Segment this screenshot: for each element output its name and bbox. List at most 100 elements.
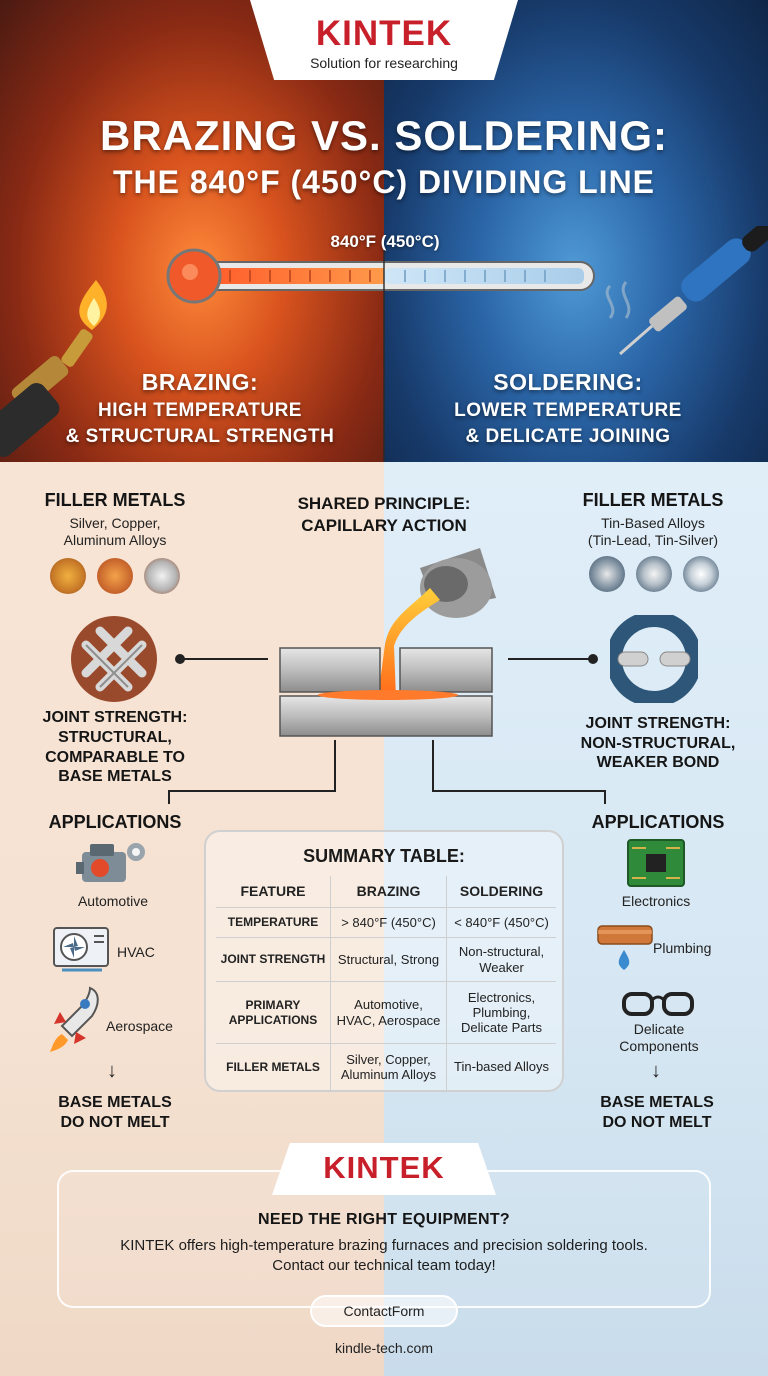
connector-line xyxy=(334,740,336,790)
table-header-row: FEATURE BRAZING SOLDERING xyxy=(216,876,556,908)
brazing-base-metals-line2: DO NOT MELT xyxy=(60,1114,170,1131)
soldering-filler-line1: Tin-Based Alloys xyxy=(601,515,705,531)
shared-principle-title: SHARED PRINCIPLE: xyxy=(297,494,471,513)
shared-principle-subtitle: CAPILLARY ACTION xyxy=(301,516,467,535)
silver-alloy-icon xyxy=(50,558,86,594)
tin-lead-icon xyxy=(589,556,625,592)
connector-line xyxy=(168,790,336,792)
brand-header: KINTEK Solution for researching xyxy=(250,0,518,80)
brand-footer: KINTEK xyxy=(272,1143,496,1195)
table-cell: TEMPERATURE xyxy=(227,915,319,930)
arrow-down-icon: ↓ xyxy=(107,1060,117,1082)
table-cell: Structural, Strong xyxy=(330,938,446,981)
soldering-title: SOLDERING: xyxy=(493,369,643,395)
summary-grid: FEATURE BRAZING SOLDERING TEMPERATURE > … xyxy=(216,876,556,1090)
connector-dot xyxy=(588,654,598,664)
summary-table-title: SUMMARY TABLE: xyxy=(303,846,465,866)
soldering-filler-line2: (Tin-Lead, Tin-Silver) xyxy=(587,532,719,548)
tin-silver-icon xyxy=(636,556,672,592)
soldering-strength-line3: WEAKER BOND xyxy=(596,754,720,771)
brand-logo-footer: KINTEK xyxy=(323,1150,445,1185)
connector-line xyxy=(168,790,170,804)
connector-line xyxy=(432,740,434,790)
brazing-strength-line1: JOINT STRENGTH: xyxy=(42,709,188,726)
summary-table: SUMMARY TABLE: FEATURE BRAZING SOLDERING… xyxy=(204,830,564,1092)
brazing-strength-line2: STRUCTURAL, xyxy=(58,729,172,746)
soldering-heading: SOLDERING: LOWER TEMPERATURE & DELICATE … xyxy=(408,369,728,448)
tin-alloy-icon xyxy=(683,556,719,592)
rocket-icon xyxy=(50,986,99,1052)
soldering-app-electronics: Electronics xyxy=(621,893,691,909)
hero: KINTEK Solution for researching BRAZING … xyxy=(0,0,768,462)
soldering-subtitle-line2: & DELICATE JOINING xyxy=(465,426,671,447)
soldering-app-plumbing: Plumbing xyxy=(653,940,712,956)
copper-alloy-icon xyxy=(97,558,133,594)
brazing-strength-line3: COMPARABLE TO xyxy=(45,749,185,766)
soldering-strength-line1: JOINT STRENGTH: xyxy=(585,715,731,732)
brazing-base-metals-line1: BASE METALS xyxy=(58,1094,172,1111)
pipe-icon xyxy=(597,925,653,970)
capillary-action-icon xyxy=(279,548,496,737)
brand-tagline: Solution for researching xyxy=(310,55,458,71)
connector-line xyxy=(180,658,268,660)
table-cell: Non-structural, Weaker xyxy=(446,938,556,981)
table-cell: PRIMARY APPLICATIONS xyxy=(228,998,318,1027)
soldering-strength-line2: NON-STRUCTURAL, xyxy=(580,735,736,752)
cta-text-line1: KINTEK offers high-temperature brazing f… xyxy=(120,1237,648,1254)
table-row: TEMPERATURE > 840°F (450°C) < 840°F (450… xyxy=(216,908,556,938)
table-cell: Electronics, Plumbing, Delicate Parts xyxy=(446,982,556,1043)
brazing-filler-title: FILLER METALS xyxy=(44,490,186,510)
connector-line xyxy=(604,790,606,804)
cta-text: KINTEK offers high-temperature brazing f… xyxy=(57,1236,711,1275)
eyeglasses-icon xyxy=(622,992,694,1016)
table-cell: Tin-based Alloys xyxy=(446,1044,556,1090)
site-link[interactable]: kindle-tech.com xyxy=(334,1340,434,1356)
soldering-applications-title: APPLICATIONS xyxy=(591,812,725,832)
brazing-subtitle-line1: HIGH TEMPERATURE xyxy=(98,400,302,421)
soldering-filler-title: FILLER METALS xyxy=(582,490,724,510)
contact-form-button[interactable]: ContactForm xyxy=(310,1295,458,1327)
soldering-base-metals-line2: DO NOT MELT xyxy=(602,1114,712,1131)
cta-title: NEED THE RIGHT EQUIPMENT? xyxy=(258,1211,510,1228)
table-row: JOINT STRENGTH Structural, Strong Non-st… xyxy=(216,938,556,982)
brazing-app-aerospace: Aerospace xyxy=(106,1018,173,1034)
table-cell: > 840°F (450°C) xyxy=(330,908,446,937)
table-header-cell: BRAZING xyxy=(330,876,446,907)
brazing-app-hvac: HVAC xyxy=(117,944,155,960)
weak-joint-icon xyxy=(610,615,698,703)
brazing-applications-title: APPLICATIONS xyxy=(48,812,182,832)
soldering-base-metals-line1: BASE METALS xyxy=(600,1094,714,1111)
brazing-heading: BRAZING: HIGH TEMPERATURE & STRUCTURAL S… xyxy=(50,369,350,448)
brand-logo: KINTEK xyxy=(315,14,453,53)
connector-line xyxy=(508,658,592,660)
table-cell: JOINT STRENGTH xyxy=(220,952,326,967)
table-row: PRIMARY APPLICATIONS Automotive, HVAC, A… xyxy=(216,982,556,1044)
engine-icon xyxy=(76,843,145,882)
soldering-app-components: Components xyxy=(619,1038,699,1054)
brazing-filler-line1: Silver, Copper, xyxy=(69,515,161,531)
table-header-cell: FEATURE xyxy=(240,883,306,900)
brazing-filler-line2: Aluminum Alloys xyxy=(63,532,167,548)
table-cell: FILLER METALS xyxy=(226,1059,320,1074)
table-row: FILLER METALS Silver, Copper, Aluminum A… xyxy=(216,1044,556,1090)
hvac-icon xyxy=(53,927,109,972)
table-cell: < 840°F (450°C) xyxy=(446,908,556,937)
brazing-panel xyxy=(0,462,384,1376)
table-cell: Silver, Copper, Aluminum Alloys xyxy=(330,1044,446,1090)
soldering-subtitle-line1: LOWER TEMPERATURE xyxy=(454,400,682,421)
brazing-app-automotive: Automotive xyxy=(77,893,149,909)
structural-joint-icon xyxy=(71,616,157,702)
soldering-app-delicate: Delicate xyxy=(633,1021,685,1037)
circuit-board-icon xyxy=(627,839,685,887)
brazing-strength-line4: BASE METALS xyxy=(58,768,172,785)
thermometer-icon xyxy=(166,248,595,304)
cta-text-line2: Contact our technical team today! xyxy=(272,1256,496,1274)
divider-line xyxy=(383,250,385,462)
brazing-title: BRAZING: xyxy=(141,369,259,395)
arrow-down-icon: ↓ xyxy=(651,1060,661,1082)
aluminum-alloy-icon xyxy=(144,558,180,594)
table-header-cell: SOLDERING xyxy=(446,876,556,907)
brazing-subtitle-line2: & STRUCTURAL STRENGTH xyxy=(65,426,335,447)
torch-icon xyxy=(0,280,107,457)
